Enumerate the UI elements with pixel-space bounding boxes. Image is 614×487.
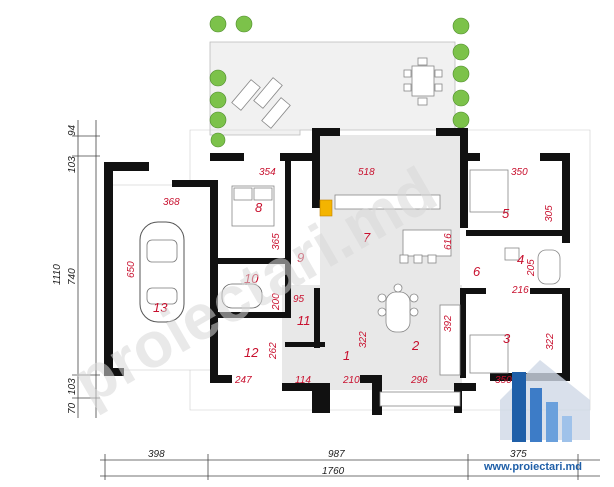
bathtub-icon bbox=[221, 283, 263, 309]
room-7-label: 7 bbox=[363, 230, 371, 245]
dim-bottom-375: 375 bbox=[510, 449, 527, 460]
dim-r7-h: 616 bbox=[443, 233, 454, 250]
dim-left-740: 740 bbox=[67, 268, 78, 285]
outer-dimensions: 94 103 740 103 70 1110 398 987 375 1760 bbox=[52, 124, 527, 477]
site-url: www.proiectari.md bbox=[483, 461, 582, 473]
room-2-label: 2 bbox=[411, 338, 420, 353]
room-9-label: 9 bbox=[297, 250, 304, 265]
room-11-label: 11 bbox=[297, 313, 311, 328]
kitchen-island bbox=[334, 194, 452, 264]
room-dimensions: 354 518 350 368 650 365 616 305 205 216 … bbox=[126, 167, 556, 386]
dim-r12-h: 262 bbox=[268, 342, 279, 360]
dim-b247: 247 bbox=[234, 375, 252, 386]
trees-left bbox=[209, 15, 253, 148]
room-4-label: 4 bbox=[517, 252, 524, 267]
dim-b350: 350 bbox=[495, 375, 512, 386]
dining-table bbox=[377, 283, 419, 333]
bed-room5 bbox=[469, 169, 509, 213]
dim-r2-h: 392 bbox=[443, 315, 454, 332]
room-10-label: 10 bbox=[244, 271, 259, 286]
dim-r8-w: 354 bbox=[259, 167, 276, 178]
dim-r5-h: 305 bbox=[544, 205, 555, 222]
room-12-label: 12 bbox=[244, 345, 259, 360]
dim-r13-w: 368 bbox=[163, 197, 180, 208]
room-3-label: 3 bbox=[503, 331, 511, 346]
dim-bottom-total: 1760 bbox=[322, 466, 345, 477]
bed-room3 bbox=[469, 334, 509, 374]
dim-r5-w: 350 bbox=[511, 167, 528, 178]
room-8-label: 8 bbox=[255, 200, 263, 215]
dim-lines-left bbox=[72, 120, 100, 418]
dim-r1-h: 322 bbox=[358, 331, 369, 348]
dim-left-70: 70 bbox=[67, 402, 78, 414]
dim-r10-h: 200 bbox=[271, 293, 282, 311]
terrace bbox=[189, 15, 591, 411]
outdoor-table bbox=[403, 57, 443, 106]
dim-r7-w: 518 bbox=[358, 167, 375, 178]
dim-b114: 114 bbox=[295, 375, 311, 386]
room-labels: 1 2 3 4 5 6 7 8 9 10 11 12 13 bbox=[153, 200, 524, 363]
dim-bottom-398: 398 bbox=[148, 449, 165, 460]
trees-right bbox=[452, 17, 470, 129]
dim-b296: 296 bbox=[410, 375, 428, 386]
room-13-label: 13 bbox=[153, 300, 168, 315]
dim-left-103b: 103 bbox=[67, 378, 78, 395]
kitchen-counter bbox=[379, 304, 461, 407]
car-icon bbox=[139, 221, 185, 323]
bed-icon bbox=[231, 185, 275, 227]
dim-r11-w: 95 bbox=[293, 294, 305, 305]
dim-r3-h: 322 bbox=[545, 333, 556, 350]
brand-logo: www.proiectari.md bbox=[483, 360, 590, 473]
bath4-fixtures bbox=[504, 247, 561, 285]
dim-b210: 210 bbox=[342, 375, 360, 386]
dim-r13-h: 650 bbox=[126, 261, 137, 278]
dim-r4-w: 216 bbox=[511, 285, 529, 296]
dim-left-total: 1110 bbox=[52, 264, 63, 285]
dim-left-103a: 103 bbox=[67, 156, 78, 173]
room-5-label: 5 bbox=[502, 206, 510, 221]
fireplace-icon bbox=[319, 199, 333, 217]
room-6-label: 6 bbox=[473, 264, 481, 279]
dim-bottom-987: 987 bbox=[328, 449, 345, 460]
room-1-label: 1 bbox=[343, 348, 350, 363]
dim-r4-h: 205 bbox=[526, 259, 537, 277]
dim-r8-h: 365 bbox=[271, 233, 282, 250]
dim-lines-bottom bbox=[100, 454, 600, 480]
sun-loungers bbox=[231, 77, 291, 129]
furniture bbox=[139, 169, 561, 407]
dim-left-94: 94 bbox=[67, 124, 78, 136]
